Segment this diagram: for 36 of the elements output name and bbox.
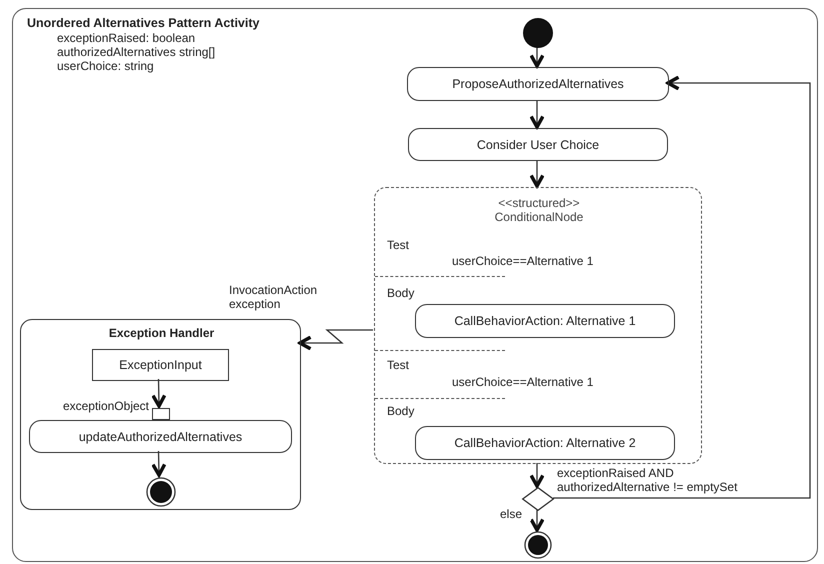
control-flow-arrow	[529, 100, 545, 129]
node-stereotype: <<structured>> ConditionalNode	[494, 196, 584, 224]
control-flow-arrow	[529, 47, 545, 68]
section-label: Test	[387, 358, 410, 372]
control-flow-arrow	[529, 160, 545, 188]
section-label: Body	[387, 404, 414, 418]
control-flow-arrow	[553, 75, 811, 499]
control-flow-arrow	[151, 450, 166, 477]
action-node: Consider User Choice	[408, 128, 668, 161]
exception-handler-region	[20, 319, 301, 510]
action-node: updateAuthorizedAlternatives	[29, 420, 292, 453]
guard-condition: userChoice==Alternative 1	[452, 375, 594, 389]
frame-title: Unordered Alternatives Pattern Activity	[27, 16, 260, 30]
edge-label: else	[499, 507, 531, 521]
decision-diamond	[522, 487, 554, 511]
conditional-node	[374, 187, 702, 464]
attribute-text: authorizedAlternatives string[]	[57, 45, 216, 59]
final-node	[146, 477, 176, 507]
control-flow-arrow	[151, 378, 166, 408]
section-label: Test	[387, 238, 410, 252]
action-node: ProposeAuthorizedAlternatives	[407, 67, 669, 101]
action-node: CallBehaviorAction: Alternative 2	[415, 426, 675, 460]
pin-label: exceptionObject	[62, 399, 149, 413]
initial-node	[523, 18, 553, 48]
attribute-text: exceptionRaised: boolean	[57, 31, 196, 45]
region-title: Exception Handler	[108, 326, 216, 340]
control-flow-arrow	[529, 510, 545, 532]
object-node: ExceptionInput	[92, 349, 229, 381]
control-flow-arrow	[298, 329, 373, 351]
control-flow-arrow	[529, 463, 545, 488]
section-label: Body	[387, 286, 414, 300]
final-node	[524, 531, 552, 559]
action-node: CallBehaviorAction: Alternative 1	[415, 304, 675, 338]
input-pin	[152, 408, 170, 420]
attribute-text: userChoice: string	[57, 59, 154, 73]
guard-condition: userChoice==Alternative 1	[452, 254, 594, 268]
